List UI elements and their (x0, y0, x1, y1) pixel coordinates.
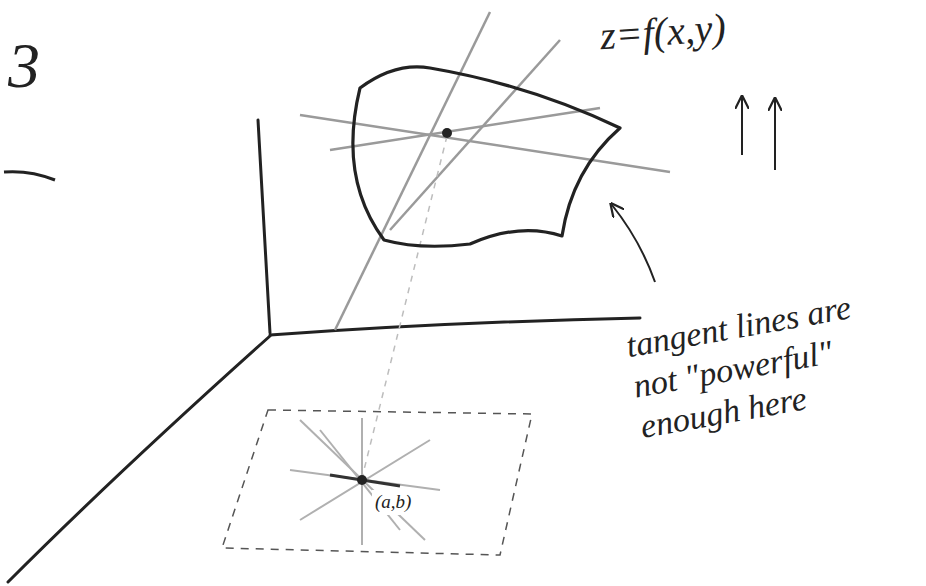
direction-stroke (330, 475, 400, 486)
domain-region (222, 410, 532, 555)
surface-point (442, 128, 452, 138)
pointer-arrow (612, 205, 655, 282)
function-label: z=f(x,y) (598, 4, 727, 61)
section-number: 3 (8, 28, 40, 105)
direction-lines (290, 418, 440, 545)
point-label: (a,b) (372, 490, 414, 515)
underline-stroke (4, 172, 55, 180)
surface-patch (353, 67, 620, 246)
domain-point (357, 475, 367, 485)
axes (8, 120, 640, 582)
projection-line (362, 136, 447, 478)
tangent-lines (300, 12, 670, 330)
note-text: tangent lines are not "powerful" enough … (623, 285, 881, 447)
pointer-arrow (774, 100, 776, 170)
pointer-arrow (741, 98, 743, 155)
